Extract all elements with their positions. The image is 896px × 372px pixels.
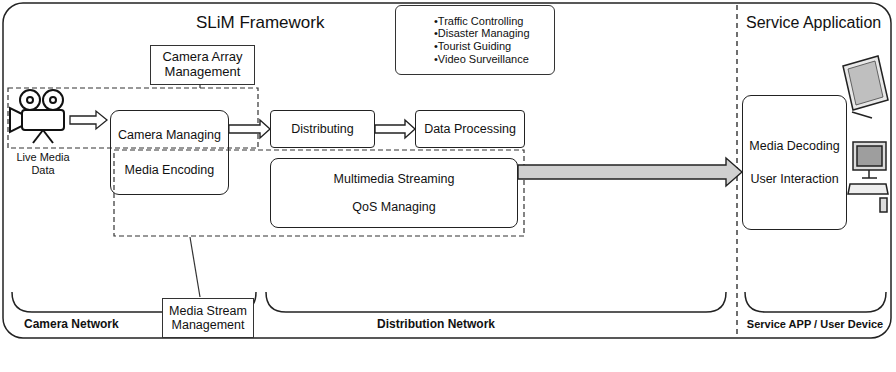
delivery-arrow bbox=[518, 158, 742, 186]
leader-line bbox=[190, 237, 200, 297]
box-text: Multimedia Streaming bbox=[334, 172, 455, 186]
computer-icon bbox=[848, 142, 888, 212]
box-text: Data Processing bbox=[424, 122, 516, 136]
box-text: •Tourist Guiding bbox=[434, 40, 511, 53]
box-text: QoS Managing bbox=[352, 200, 435, 214]
flow-arrow bbox=[229, 120, 270, 138]
box-text: Media Decoding bbox=[749, 139, 839, 153]
section-label: Distribution Network bbox=[377, 318, 495, 332]
tablet-icon bbox=[843, 56, 888, 118]
callout-text: Media Stream Management bbox=[167, 304, 249, 333]
section-label: Camera Network bbox=[24, 318, 119, 332]
section-bracket bbox=[266, 292, 726, 312]
media-stream-region bbox=[114, 150, 524, 236]
outer-frame bbox=[3, 3, 891, 338]
section-title: SLiM Framework bbox=[196, 13, 324, 33]
process-box: Camera ManagingMedia Encoding bbox=[110, 110, 229, 195]
process-box: Multimedia StreamingQoS Managing bbox=[270, 158, 518, 228]
callout-box: Media Stream Management bbox=[162, 298, 254, 338]
process-box: Media DecodingUser Interaction bbox=[742, 95, 847, 230]
section-bracket bbox=[745, 292, 886, 312]
box-text: Media Encoding bbox=[125, 163, 215, 177]
section-label: Service APP / User Device bbox=[747, 318, 883, 331]
leader-line bbox=[199, 85, 200, 88]
camera-array-region bbox=[8, 88, 258, 148]
video-camera-icon bbox=[10, 90, 64, 143]
source-label: Live Media Data bbox=[8, 151, 78, 176]
application-list-box: •Traffic Controlling•Disaster Managing•T… bbox=[395, 5, 555, 75]
box-text: •Video Surveillance bbox=[434, 53, 529, 66]
process-box: Data Processing bbox=[415, 110, 525, 148]
callout-box: Camera Array Management bbox=[150, 45, 255, 85]
box-text: Distributing bbox=[291, 122, 354, 136]
process-box: Distributing bbox=[270, 110, 375, 148]
flow-arrow bbox=[375, 120, 415, 138]
box-text: Camera Managing bbox=[118, 128, 221, 142]
box-text: •Disaster Managing bbox=[434, 27, 530, 40]
box-text: •Traffic Controlling bbox=[434, 15, 523, 28]
section-title: Service Application bbox=[746, 14, 881, 32]
box-text: User Interaction bbox=[750, 172, 838, 186]
input-arrow bbox=[70, 111, 107, 129]
callout-text: Camera Array Management bbox=[155, 50, 250, 80]
